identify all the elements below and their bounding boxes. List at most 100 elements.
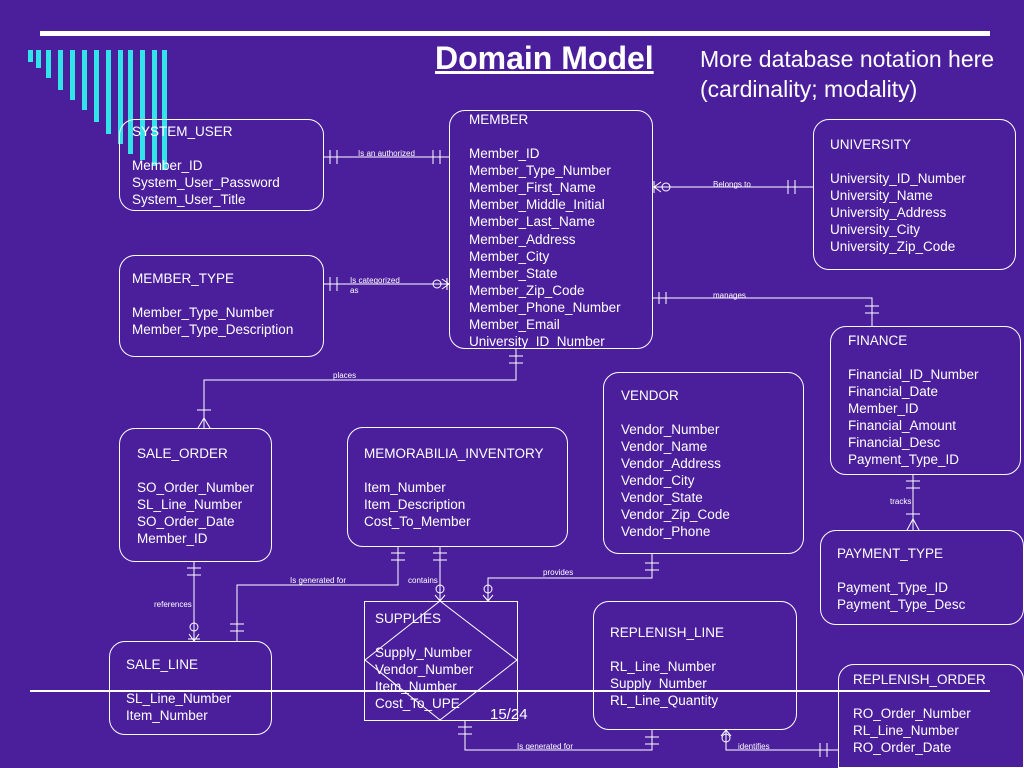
decorative-stripe: [28, 50, 33, 62]
entity-university: UNIVERSITY University_ID_Number Universi…: [813, 119, 1016, 270]
decorative-stripe: [36, 50, 41, 68]
entity-attribute: Financial_Amount: [848, 418, 957, 433]
entity-attribute: Item_Description: [364, 497, 466, 512]
entity-attribute: Vendor_Zip_Code: [621, 507, 730, 522]
entity-system-user: SYSTEM_USER Member_ID System_User_Passwo…: [119, 119, 324, 211]
entity-attribute: Supply_Number: [610, 676, 707, 691]
relationship-label: Is categorized as: [350, 276, 400, 295]
entity-sale-line: SALE_LINE SL_Line_Number Item_Number: [109, 641, 272, 735]
entity-attribute: SL_Line_Number: [137, 497, 243, 512]
entity-attribute: Financial_Date: [848, 384, 939, 399]
entity-attribute: RO_Order_Number: [853, 706, 971, 721]
slide-number: 15/24: [490, 706, 528, 723]
entity-attribute: Member_Type_Number: [132, 305, 274, 320]
entity-name: SALE_ORDER: [137, 446, 228, 461]
entity-finance: FINANCE Financial_ID_Number Financial_Da…: [830, 326, 1021, 475]
entity-attribute: System_User_Password: [132, 175, 280, 190]
entity-attribute: Member_City: [469, 248, 550, 264]
entity-attribute: Vendor_Number: [375, 662, 474, 677]
entity-attribute: Payment_Type_ID: [848, 452, 960, 467]
entity-supplies: SUPPLIES Supply_Number Vendor_Number Ite…: [364, 601, 518, 721]
entity-attribute: Member_First_Name: [469, 180, 596, 196]
decorative-stripe: [152, 50, 157, 166]
entity-attribute: University_ID_Number: [469, 334, 605, 349]
slide-subtitle: More database notation here (cardinality…: [700, 46, 995, 102]
entity-attribute: Member_ID: [469, 146, 540, 162]
entity-name: SYSTEM_USER: [132, 124, 233, 139]
entity-attribute: Member_Phone_Number: [469, 299, 621, 315]
relationship-label: provides: [543, 568, 574, 577]
entity-attribute: RL_Line_Number: [610, 659, 716, 674]
decorative-stripe: [162, 50, 167, 170]
entity-attribute: Supply_Number: [375, 645, 472, 660]
entity-attribute: Member_Zip_Code: [469, 282, 585, 298]
entity-member-type: MEMBER_TYPE Member_Type_Number Member_Ty…: [119, 255, 324, 357]
entity-name: UNIVERSITY: [830, 137, 912, 152]
entity-attribute: Item_Number: [126, 708, 208, 723]
decorative-stripe: [140, 50, 145, 160]
bottom-rule: [30, 690, 990, 692]
entity-name: VENDOR: [621, 388, 679, 403]
decorative-stripe: [94, 50, 99, 122]
entity-memorabilia-inventory: MEMORABILIA_INVENTORY Item_Number Item_D…: [347, 427, 568, 547]
entity-attribute: Member_ID: [848, 401, 919, 416]
entity-attribute: Vendor_Phone: [621, 524, 711, 539]
entity-payment-type: PAYMENT_TYPE Payment_Type_ID Payment_Typ…: [820, 530, 1024, 625]
decorative-stripe: [128, 50, 133, 154]
entity-attribute: SO_Order_Date: [137, 514, 235, 529]
entity-sale-order: SALE_ORDER SO_Order_Number SL_Line_Numbe…: [119, 428, 272, 562]
top-rule: [40, 31, 990, 36]
entity-attribute: Financial_ID_Number: [848, 367, 979, 382]
entity-attribute: Item_Number: [375, 679, 457, 694]
relationship-label: contains: [408, 576, 438, 585]
entity-name: FINANCE: [848, 333, 908, 348]
entity-replenish-line: REPLENISH_LINE RL_Line_Number Supply_Num…: [593, 601, 797, 730]
entity-attribute: University_Name: [830, 188, 933, 203]
decorative-stripe: [82, 50, 87, 110]
entity-attribute: SL_Line_Number: [126, 691, 232, 706]
entity-attribute: Member_Last_Name: [469, 214, 596, 230]
entity-attribute: Payment_Type_ID: [837, 580, 949, 595]
entity-attribute: Member_Middle_Initial: [469, 197, 605, 213]
entity-name: MEMBER: [469, 112, 529, 127]
entity-attribute: Cost_To_UPE: [375, 696, 460, 711]
entity-attribute: Member_Type_Description: [132, 322, 294, 337]
entity-replenish-order: REPLENISH_ORDER RO_Order_Number RL_Line_…: [838, 664, 1024, 768]
entity-vendor: VENDOR Vendor_Number Vendor_Name Vendor_…: [603, 372, 804, 554]
relationship-label: Is an authorized: [358, 149, 415, 158]
entity-attribute: RL_Line_Number: [853, 723, 959, 738]
relationship-label: Is generated for: [290, 576, 347, 585]
entity-attribute: Member_Type_Number: [469, 163, 611, 179]
entity-attribute: Vendor_State: [621, 490, 703, 505]
relationship-label: identifies: [738, 742, 770, 751]
entity-attribute: Vendor_City: [621, 473, 695, 488]
decorative-stripe: [58, 50, 63, 90]
relationship-label: tracks: [890, 497, 912, 506]
entity-attribute: Member_ID: [132, 158, 203, 173]
entity-name: PAYMENT_TYPE: [837, 546, 944, 561]
entity-name: MEMBER_TYPE: [132, 271, 235, 286]
entity-attribute: University_City: [830, 222, 921, 237]
entity-attribute: RL_Line_Quantity: [610, 693, 719, 708]
entity-attribute: SO_Order_Number: [137, 480, 255, 495]
entity-member: MEMBER Member_ID Member_Type_Number Memb…: [449, 110, 653, 349]
entity-attribute: Item_Number: [364, 480, 446, 495]
entity-attribute: System_User_Title: [132, 192, 246, 207]
entity-attribute: University_ID_Number: [830, 171, 966, 186]
entity-name: SALE_LINE: [126, 657, 199, 672]
decorative-stripe: [46, 50, 51, 78]
entity-name: REPLENISH_ORDER: [853, 672, 986, 687]
relationship-label: places: [333, 371, 357, 380]
entity-attribute: Financial_Desc: [848, 435, 941, 450]
decorative-stripe: [118, 50, 123, 144]
entity-attribute: Cost_To_Member: [364, 514, 471, 529]
entity-attribute: Vendor_Number: [621, 422, 720, 437]
entity-attribute: University_Zip_Code: [830, 239, 956, 254]
relationship-label: Is generated for: [517, 742, 574, 751]
entity-name: REPLENISH_LINE: [610, 625, 725, 640]
relationship-label: Belongs to: [713, 180, 751, 189]
relationship-label: manages: [713, 291, 746, 300]
entity-name: SUPPLIES: [375, 611, 442, 626]
